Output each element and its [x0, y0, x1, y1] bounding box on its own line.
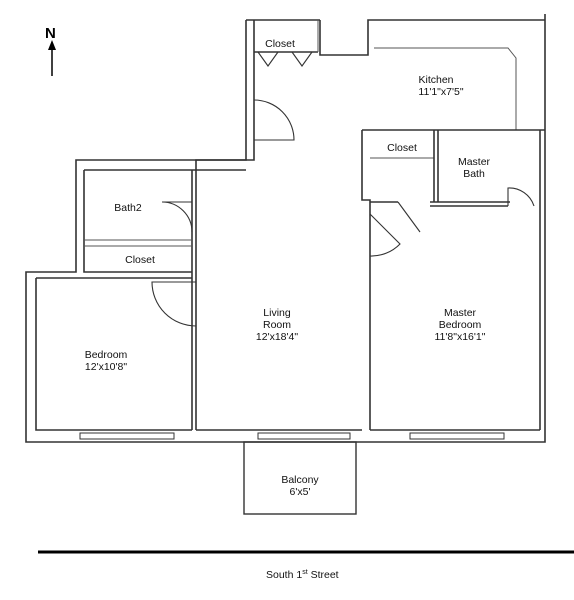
balcony-label: Balcony — [281, 474, 319, 486]
bath2-label: Bath2 — [114, 202, 142, 214]
walls — [25, 14, 546, 443]
closet-door-leaf — [397, 201, 421, 233]
living-master-wall — [361, 130, 371, 430]
bedroom-label: Bedroom — [85, 349, 128, 361]
doors — [151, 51, 535, 327]
north-arrow-head-icon — [48, 40, 56, 50]
street-superscript: st — [302, 569, 308, 576]
closet-notch-wall — [319, 19, 372, 56]
master-bath-label-1: Master — [458, 156, 491, 168]
master-bath-label-2: Bath — [463, 168, 485, 180]
bath2-west-wall — [83, 170, 192, 273]
hall-inner-wall — [195, 20, 255, 430]
bedroom-door-swing — [151, 281, 197, 327]
master-door-swing — [369, 213, 401, 257]
bath2-door-swing — [161, 201, 193, 233]
bedroom-outer-wall — [35, 278, 192, 431]
master-bedroom-label-2: Bedroom — [439, 319, 482, 331]
living-room-label-2: Room — [263, 319, 291, 331]
street-suffix: Street — [308, 569, 339, 581]
north-compass: N — [45, 25, 56, 76]
outer-wall — [25, 14, 546, 443]
north-label: N — [45, 25, 56, 42]
master-bedroom-dims: 11'8"x16'1" — [435, 331, 486, 343]
bath-door-swing — [507, 187, 535, 207]
closet-bifold-doors — [257, 51, 313, 67]
windows — [79, 432, 505, 440]
street-label: South 1st Street — [266, 569, 339, 581]
kitchen-counter — [374, 47, 517, 130]
kitchen-dims: 11'1"x7'5" — [418, 86, 463, 98]
bath2-closet-label: Closet — [125, 254, 155, 266]
master-bedroom-label-1: Master — [444, 307, 477, 319]
closet-top-label: Closet — [265, 38, 295, 50]
kitchen-label: Kitchen — [418, 74, 453, 86]
street-name: South 1 — [266, 569, 302, 581]
balcony-outline — [243, 441, 357, 515]
hall-door-swing — [253, 99, 295, 141]
master-window — [409, 432, 505, 440]
master-closet-label: Closet — [387, 142, 417, 154]
bedroom-window — [79, 432, 175, 440]
bedroom-dims: 12'x10'8" — [85, 361, 127, 373]
living-room-label-1: Living — [263, 307, 291, 319]
living-window — [257, 432, 351, 440]
living-room-dims: 12'x18'4" — [256, 331, 298, 343]
balcony-dims: 6'x5' — [290, 486, 311, 498]
